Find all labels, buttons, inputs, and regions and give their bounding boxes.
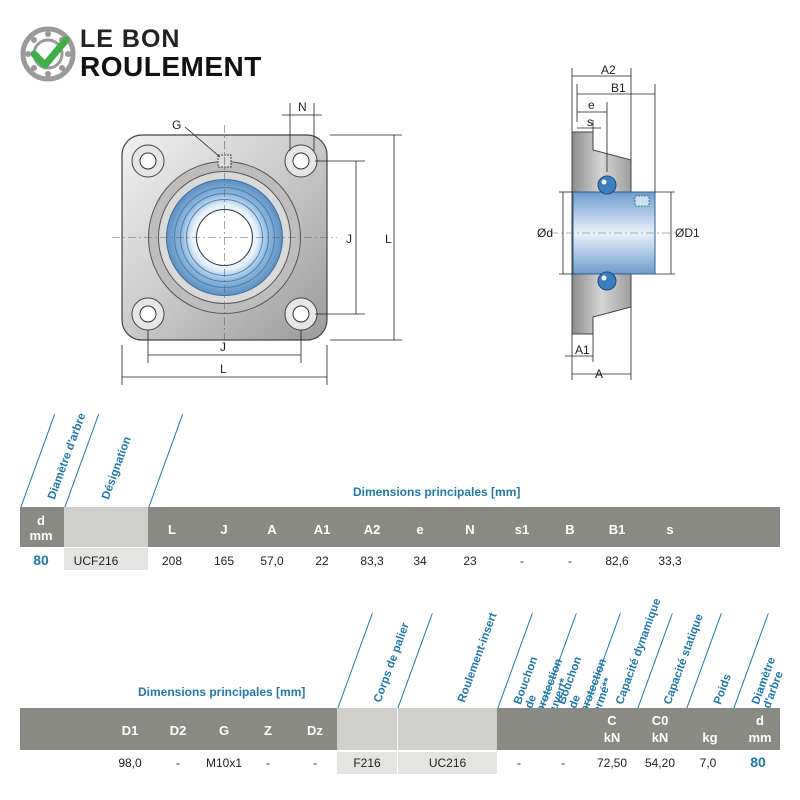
header-weight: Poids [712,672,734,707]
label-e: e [588,98,595,112]
row-designation: UCF216 [73,554,119,568]
label-D1: ØD1 [675,226,700,240]
header-light-cells [337,708,497,750]
row-weight: 7,0 [699,756,717,770]
header-designation: Désignation [100,435,134,502]
unit-C0-top: C0 [651,713,669,728]
front-view-drawing: G N J L J L [112,100,402,385]
col-J: J [220,522,228,537]
row-e: 34 [413,554,427,568]
label-J-horizontal: J [220,340,226,354]
row-A: 57,0 [260,554,284,568]
housing-cell-bg [337,752,397,774]
divider [397,708,398,750]
row-C: 72,50 [596,756,628,770]
row-D1: 98,0 [118,756,142,770]
col-D1: D1 [121,723,139,738]
row-J: 165 [213,554,235,568]
label-L-horizontal: L [220,362,227,376]
label-N: N [298,100,307,114]
col-B1: B1 [608,522,626,537]
row-Z: - [266,756,270,770]
col-A2: A2 [363,522,381,537]
row-B1: 82,6 [605,554,629,568]
group-title-dimensions: Dimensions principales [mm] [353,485,521,499]
header-divider [337,613,373,710]
unit-C-bottom: kN [603,730,621,745]
row-D2: - [176,756,180,770]
col-N: N [465,522,475,537]
unit-C-top: C [607,713,617,728]
unit-C0-bottom: kN [651,730,669,745]
col-L: L [168,522,176,537]
row-s1: - [520,554,524,568]
col-e: e [416,522,424,537]
row-shaft-diameter: 80 [33,552,49,568]
side-view-drawing: A2 B1 e s Ød ØD1 A1 A [537,63,700,381]
header-static-capacity: Capacité statique [662,612,706,707]
designation-cell-bg [64,548,148,570]
label-A: A [595,367,603,381]
row-C0: 54,20 [644,756,676,770]
col-G: G [218,723,230,738]
row-insert: UC216 [428,756,467,770]
row-cap-closed: - [561,756,565,770]
row-A1: 22 [315,554,329,568]
header-divider [148,414,184,509]
row-s: 33,3 [658,554,682,568]
header-insert: Roulement-insert [456,611,500,705]
row-cap-open: - [517,756,521,770]
row-housing: F216 [353,756,381,770]
col-Dz: Dz [307,723,323,738]
col-A1: A1 [313,522,331,537]
row-G: M10x1 [205,756,243,770]
col-Z: Z [264,723,272,738]
bearing-check-icon [20,26,76,82]
label-s: s [587,115,593,129]
label-G: G [172,118,181,132]
header-housing: Corps de palier [372,621,412,705]
row-A2: 83,3 [360,554,384,568]
label-A1: A1 [575,343,590,357]
label-B1: B1 [611,81,626,95]
col-s1: s1 [514,522,530,537]
col-s: s [666,522,674,537]
row-N: 23 [463,554,477,568]
label-L-vertical: L [385,232,392,246]
insert-cell-bg [398,752,497,774]
unit-d-top: d [37,513,45,528]
unit-d-top-2: d [756,713,764,728]
label-d: Ød [537,226,553,240]
brand-name-line2: ROULEMENT [80,51,262,82]
label-J-vertical: J [346,232,352,246]
unit-d-bottom: mm [29,528,53,543]
row-L: 208 [161,554,183,568]
group-title-dimensions-2: Dimensions principales [mm] [138,685,306,699]
brand-name-line1: LE BON [80,25,181,53]
row-Dz: - [313,756,317,770]
header-designation-cell [64,507,148,547]
col-A: A [267,522,277,537]
unit-d-bottom-2: mm [748,730,772,745]
col-B: B [565,522,575,537]
header-shaft-diameter-2: Diamètre d'arbre [750,655,786,711]
row-shaft-diameter-2: 80 [750,754,766,770]
unit-weight: kg [702,730,718,745]
label-A2: A2 [601,63,616,77]
col-D2: D2 [169,723,187,738]
row-B: - [568,554,572,568]
